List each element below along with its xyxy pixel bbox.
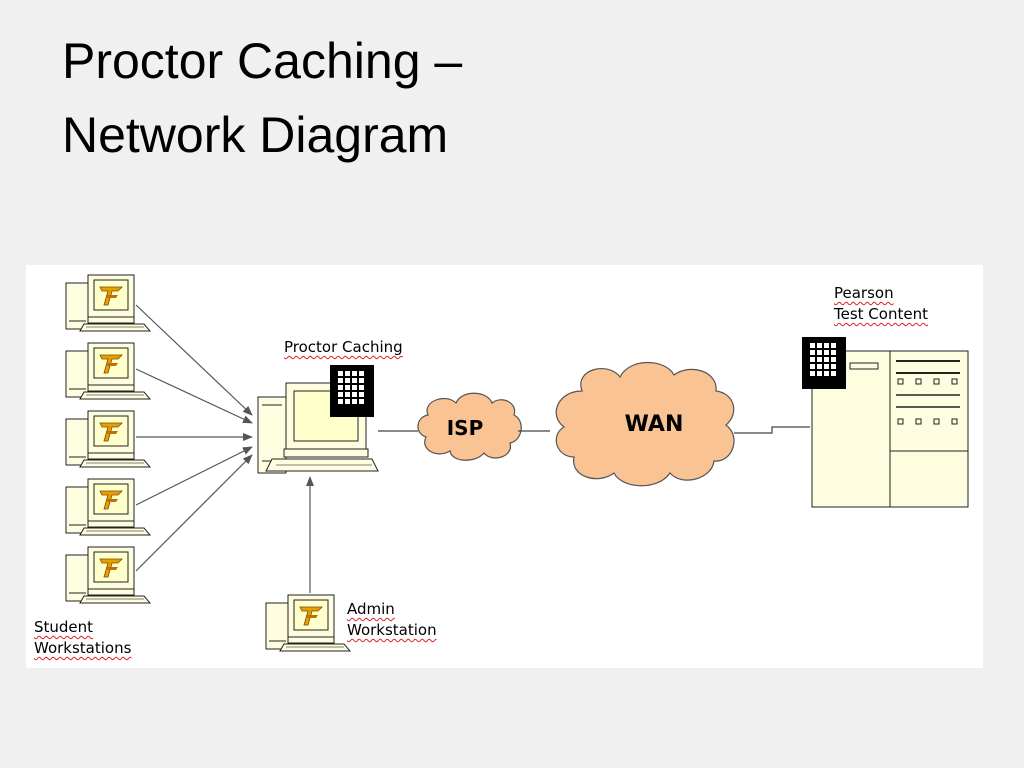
proctor-caching-label: Proctor Caching bbox=[284, 337, 403, 358]
pearson-label-line-1: Pearson bbox=[834, 284, 894, 302]
workstation-icon bbox=[65, 546, 151, 604]
firewall-icon bbox=[802, 337, 846, 389]
isp-label: ISP bbox=[447, 416, 484, 440]
pearson-server bbox=[802, 337, 969, 508]
network-diagram: ISP WAN bbox=[26, 265, 983, 668]
student-workstation-3 bbox=[65, 410, 151, 468]
workstation-icon bbox=[65, 478, 151, 536]
diagram-canvas: ISP WAN bbox=[65, 274, 969, 652]
student-link-2 bbox=[135, 368, 253, 424]
slide-title: Proctor Caching – Network Diagram bbox=[62, 24, 462, 172]
student-link-4 bbox=[135, 446, 253, 506]
wan-pearson-link bbox=[734, 426, 810, 434]
pearson-label-line-2: Test Content bbox=[834, 305, 928, 323]
workstation-icon bbox=[65, 410, 151, 468]
firewall-icon bbox=[330, 365, 374, 417]
student-workstation-4 bbox=[65, 478, 151, 536]
workstation-icon bbox=[65, 342, 151, 400]
student-link-5 bbox=[135, 454, 253, 572]
proctor-caching-label-text: Proctor Caching bbox=[284, 338, 403, 356]
admin-workstation bbox=[265, 594, 351, 652]
workstation-icon bbox=[265, 594, 351, 652]
admin-workstation-label: Admin Workstation bbox=[347, 599, 437, 641]
admin-label-line-1: Admin bbox=[347, 600, 395, 618]
student-workstation-1 bbox=[65, 274, 151, 332]
student-link-1 bbox=[135, 304, 253, 416]
wan-label: WAN bbox=[625, 412, 684, 437]
student-workstations-label: Student Workstations bbox=[34, 617, 131, 659]
student-label-line-2: Workstations bbox=[34, 639, 132, 657]
isp-cloud: ISP bbox=[417, 392, 522, 461]
wan-cloud: WAN bbox=[555, 362, 735, 487]
student-workstation-2 bbox=[65, 342, 151, 400]
workstation-icon bbox=[65, 274, 151, 332]
student-workstation-5 bbox=[65, 546, 151, 604]
cloud-icon bbox=[417, 392, 522, 461]
student-label-line-1: Student bbox=[34, 618, 94, 636]
pearson-test-content-label: Pearson Test Content bbox=[834, 283, 928, 325]
slide-title-line-1: Proctor Caching – bbox=[62, 33, 463, 89]
cloud-icon bbox=[555, 362, 735, 487]
proctor-caching-server bbox=[257, 365, 379, 474]
admin-label-line-2: Workstation bbox=[347, 621, 437, 639]
slide-title-line-2: Network Diagram bbox=[62, 107, 449, 163]
